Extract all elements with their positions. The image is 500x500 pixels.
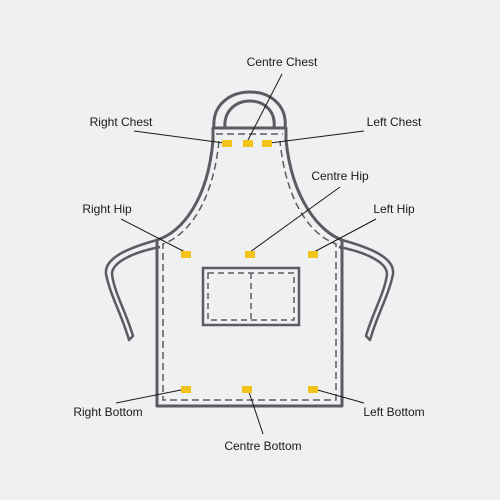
marker-left-chest (262, 140, 272, 147)
neck-strap (212, 90, 287, 129)
leader-lines (115, 73, 377, 435)
label-right-bottom: Right Bottom (73, 405, 142, 419)
leader-right-hip (120, 218, 186, 253)
leader-right-bottom (115, 388, 187, 404)
leader-centre-bottom (247, 388, 264, 435)
apron-stitching (162, 133, 337, 401)
marker-centre-bottom (242, 386, 252, 393)
label-centre-bottom: Centre Bottom (224, 439, 301, 453)
leader-left-chest (269, 130, 365, 144)
marker-left-bottom (308, 386, 318, 393)
label-right-hip: Right Hip (82, 202, 132, 216)
label-centre-chest: Centre Chest (247, 55, 318, 69)
marker-right-chest (222, 140, 232, 147)
apron-body-outline (155, 126, 344, 408)
placement-markers (181, 140, 318, 393)
leader-left-bottom (313, 388, 365, 404)
left-waist-tie (104, 238, 161, 342)
marker-right-bottom (181, 386, 191, 393)
leader-left-hip (313, 218, 377, 253)
marker-centre-hip (245, 251, 255, 258)
labels: Centre Chest Right Chest Left Chest Cent… (73, 55, 424, 453)
leader-centre-chest (247, 73, 283, 141)
label-left-chest: Left Chest (367, 115, 422, 129)
right-waist-tie (338, 238, 395, 342)
leader-right-chest (133, 130, 225, 144)
label-left-bottom: Left Bottom (363, 405, 424, 419)
label-left-hip: Left Hip (373, 202, 415, 216)
waist-ties (104, 238, 395, 342)
marker-left-hip (308, 251, 318, 258)
leader-centre-hip (249, 186, 341, 253)
marker-right-hip (181, 251, 191, 258)
label-centre-hip: Centre Hip (311, 169, 369, 183)
label-right-chest: Right Chest (90, 115, 153, 129)
marker-centre-chest (243, 140, 253, 147)
front-pocket (201, 266, 301, 327)
